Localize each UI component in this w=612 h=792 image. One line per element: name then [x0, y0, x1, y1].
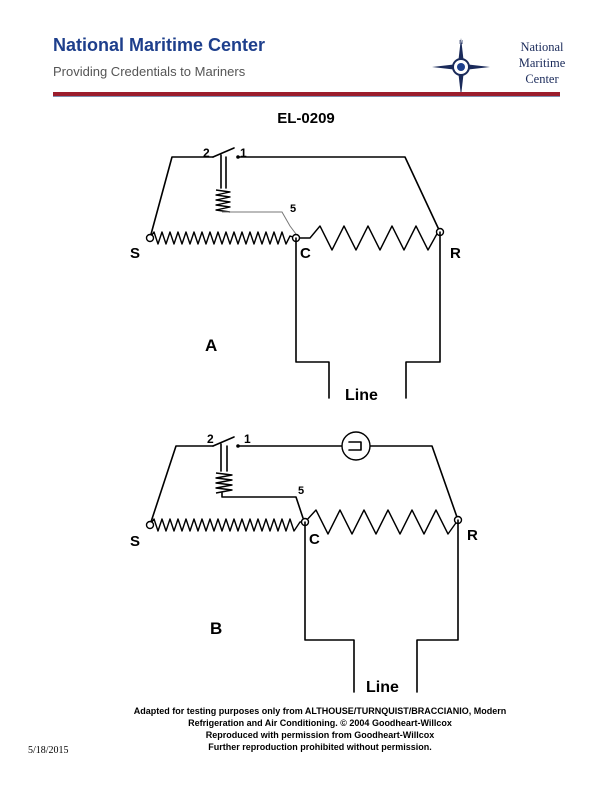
wire-relay-to-start	[149, 156, 214, 239]
line-label: Line	[345, 387, 378, 404]
copyright-notice: Adapted for testing purposes only from A…	[60, 705, 580, 753]
diagram-b	[145, 431, 463, 693]
terminal-s	[145, 520, 155, 530]
terminal-label-s: S	[130, 245, 140, 262]
line-lead-left	[295, 237, 330, 399]
line-lead-left	[304, 521, 355, 693]
relay-coil	[215, 472, 233, 494]
footer-line: Adapted for testing purposes only from A…	[133, 706, 507, 716]
wire-relay-to-run	[237, 156, 441, 233]
svg-text:N: N	[459, 40, 463, 46]
terminal-label-s: S	[130, 533, 140, 550]
contact-label-2: 2	[207, 432, 214, 446]
diagram-label: A	[205, 336, 217, 355]
contact-label-1: 1	[244, 432, 251, 446]
diagram-label: B	[210, 619, 222, 638]
terminal-label-c: C	[300, 245, 311, 262]
terminal-label-c: C	[309, 531, 320, 548]
relay-contact-arm	[212, 147, 235, 158]
diagram-a	[145, 147, 445, 399]
document-code: EL-0209	[277, 110, 335, 127]
run-winding	[296, 225, 439, 251]
contact-label-5: 5	[290, 203, 296, 215]
start-winding	[149, 518, 305, 532]
line-label: Line	[366, 679, 399, 696]
overload-element	[348, 441, 362, 451]
footer-line: Reproduced with permission from Goodhear…	[205, 730, 435, 740]
wire-overload-to-run	[369, 445, 459, 521]
run-winding	[304, 509, 459, 535]
line-lead-right	[416, 519, 459, 693]
terminal-s	[145, 233, 155, 243]
logo-word: National	[520, 40, 564, 54]
relay-contact-arm	[212, 436, 235, 447]
org-tagline: Providing Credentials to Mariners	[53, 64, 246, 79]
contact-label-1: 1	[240, 146, 247, 160]
logo-wordmark: National Maritime Center	[497, 39, 587, 87]
wire-coil-to-common	[222, 211, 297, 235]
contact-label-2: 2	[203, 146, 210, 160]
footer-line: Further reproduction prohibited without …	[208, 742, 432, 752]
logo-word: Center	[525, 72, 559, 86]
wire-relay-to-start	[149, 445, 214, 526]
contact-label-5: 5	[298, 485, 304, 497]
header-divider	[53, 92, 560, 96]
header-divider-accent	[53, 96, 560, 97]
line-lead-right	[405, 231, 441, 399]
overload-protector-icon	[341, 431, 371, 461]
terminal-label-r: R	[467, 527, 478, 544]
logo-word: Maritime	[518, 56, 566, 70]
footer-line: Refrigeration and Air Conditioning. © 20…	[188, 718, 452, 728]
org-title: National Maritime Center	[53, 35, 266, 55]
start-winding	[149, 231, 297, 245]
relay-coil	[215, 189, 231, 213]
terminal-label-r: R	[450, 245, 461, 262]
wire-coil-to-common	[221, 492, 304, 519]
nmc-compass-logo-icon: N	[432, 38, 490, 96]
document-date: 5/18/2015	[28, 745, 69, 756]
